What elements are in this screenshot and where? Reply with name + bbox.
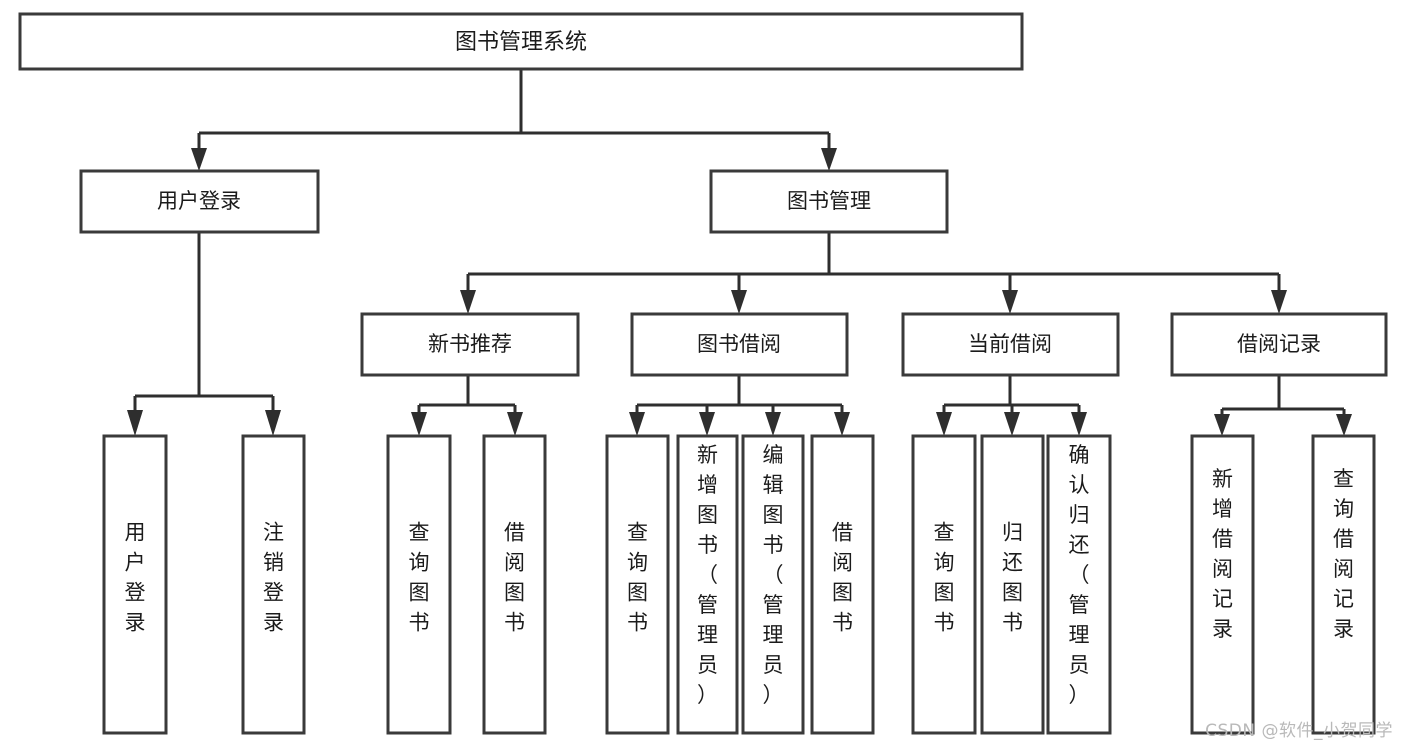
node-user-login-label: 用户登录 (157, 189, 241, 213)
arrow-head-add-book-admin (699, 412, 715, 436)
node-book-management[interactable]: 图书管理 (709, 169, 949, 234)
node-new-book-rec-label: 新书推荐 (428, 332, 512, 356)
leaf-return-book-box[interactable] (980, 434, 1045, 735)
leaf-logout-leaf[interactable]: 注销登录 (241, 434, 306, 735)
connector-group-borrow-record (1214, 375, 1352, 436)
leaf-borrow-book-borrow-box[interactable] (810, 434, 875, 735)
node-current-borrow[interactable]: 当前借阅 (901, 312, 1120, 377)
node-root-box[interactable] (18, 12, 1024, 71)
leaf-query-book-rec-box[interactable] (386, 434, 452, 735)
leaf-query-book-borrow[interactable]: 查询图书 (605, 434, 670, 735)
leaf-edit-book-admin-label: 编辑图书（管理员） (763, 443, 784, 707)
arrow-head-book-management (821, 148, 837, 171)
connector-group-current-borrow (936, 375, 1087, 436)
node-current-borrow-label: 当前借阅 (968, 332, 1052, 356)
leaf-logout-leaf-label: 注销登录 (263, 521, 284, 635)
node-current-borrow-box[interactable] (901, 312, 1120, 377)
leaf-query-book-borrow-box[interactable] (605, 434, 670, 735)
leaf-add-borrow-record-label: 新增借阅记录 (1212, 467, 1233, 641)
leaf-borrow-book-rec-label: 借阅图书 (504, 521, 525, 635)
leaf-query-borrow-record[interactable]: 查询借阅记录 (1311, 434, 1376, 735)
arrow-head-new-book-rec (460, 290, 476, 314)
node-book-borrow-box[interactable] (630, 312, 849, 377)
arrow-head-add-borrow-record (1214, 414, 1230, 436)
node-user-login-box[interactable] (79, 169, 320, 234)
node-root-label: 图书管理系统 (455, 30, 587, 55)
node-book-management-box[interactable] (709, 169, 949, 234)
node-book-management-label: 图书管理 (787, 189, 871, 213)
leaf-edit-book-admin-box[interactable] (741, 434, 805, 735)
arrow-head-user-login (191, 148, 207, 171)
leaf-query-book-current[interactable]: 查询图书 (911, 434, 977, 735)
node-borrow-record-label: 借阅记录 (1237, 332, 1321, 356)
leaf-user-login-leaf[interactable]: 用户登录 (102, 434, 168, 735)
connector-group-book-borrow (629, 375, 850, 436)
leaf-add-book-admin-label: 新增图书（管理员） (697, 443, 718, 707)
leaf-confirm-return-admin[interactable]: 确认归还（管理员） (1046, 434, 1112, 735)
connector-group-new-book-rec (411, 375, 523, 436)
leaf-query-borrow-record-label: 查询借阅记录 (1333, 467, 1354, 641)
leaf-confirm-return-admin-label: 确认归还（管理员） (1069, 443, 1090, 707)
leaf-logout-leaf-box[interactable] (241, 434, 306, 735)
leaf-add-book-admin-box[interactable] (676, 434, 739, 735)
leaf-edit-book-admin[interactable]: 编辑图书（管理员） (741, 434, 805, 735)
arrow-head-logout-leaf (265, 410, 281, 436)
node-book-borrow[interactable]: 图书借阅 (630, 312, 849, 377)
leaf-user-login-leaf-box[interactable] (102, 434, 168, 735)
node-borrow-record-box[interactable] (1170, 312, 1388, 377)
arrow-head-query-book-current (936, 412, 952, 436)
arrow-head-current-borrow (1002, 290, 1018, 314)
leaf-user-login-leaf-label: 用户登录 (125, 521, 146, 635)
arrow-head-return-book (1004, 412, 1020, 436)
arrow-head-query-book-rec (411, 412, 427, 436)
leaf-query-book-rec[interactable]: 查询图书 (386, 434, 452, 735)
arrow-head-edit-book-admin (765, 412, 781, 436)
leaf-return-book-label: 归还图书 (1002, 521, 1023, 635)
arrow-head-query-borrow-record (1336, 414, 1352, 436)
connector-group-root (191, 69, 837, 171)
node-user-login[interactable]: 用户登录 (79, 169, 320, 234)
leaf-return-book[interactable]: 归还图书 (980, 434, 1045, 735)
leaf-add-book-admin[interactable]: 新增图书（管理员） (676, 434, 739, 735)
leaf-query-book-current-box[interactable] (911, 434, 977, 735)
arrow-head-user-login-leaf (127, 410, 143, 436)
leaf-query-borrow-record-box[interactable] (1311, 434, 1376, 735)
arrow-head-borrow-book-rec (507, 412, 523, 436)
leaf-add-borrow-record[interactable]: 新增借阅记录 (1190, 434, 1255, 735)
node-borrow-record[interactable]: 借阅记录 (1170, 312, 1388, 377)
arrow-head-confirm-return-admin (1071, 412, 1087, 436)
leaf-borrow-book-borrow-label: 借阅图书 (832, 521, 853, 635)
leaf-borrow-book-borrow[interactable]: 借阅图书 (810, 434, 875, 735)
arrow-head-book-borrow (731, 290, 747, 314)
node-new-book-rec-box[interactable] (360, 312, 580, 377)
leaf-confirm-return-admin-box[interactable] (1046, 434, 1112, 735)
leaf-borrow-book-rec[interactable]: 借阅图书 (482, 434, 547, 735)
leaf-query-book-rec-label: 查询图书 (409, 521, 430, 635)
connector-group-book-management (460, 232, 1287, 314)
arrow-head-borrow-book-borrow (834, 412, 850, 436)
arrow-head-query-book-borrow (629, 412, 645, 436)
leaf-borrow-book-rec-box[interactable] (482, 434, 547, 735)
node-new-book-rec[interactable]: 新书推荐 (360, 312, 580, 377)
node-book-borrow-label: 图书借阅 (697, 332, 781, 356)
node-root[interactable]: 图书管理系统 (18, 12, 1024, 71)
arrow-head-borrow-record (1271, 290, 1287, 314)
leaf-query-book-borrow-label: 查询图书 (627, 521, 648, 635)
leaf-add-borrow-record-box[interactable] (1190, 434, 1255, 735)
leaf-query-book-current-label: 查询图书 (934, 521, 955, 635)
connector-group-user-login (127, 232, 281, 436)
